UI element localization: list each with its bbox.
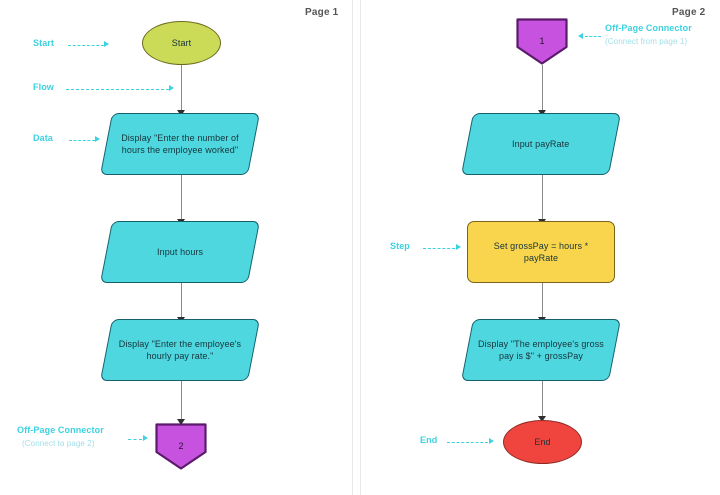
flow-arrowhead-icon (538, 416, 546, 422)
annotation-flow-label: Flow (33, 82, 54, 92)
annotation-offpage-in-subtitle: (Connect from page 1) (605, 37, 688, 46)
node-offpage-connector-2[interactable]: 2 (155, 423, 207, 470)
node-input-payrate-label: Input payRate (512, 138, 570, 149)
annotation-offpage-out-title: Off-Page Connector (17, 425, 104, 435)
annotation-data-dash (69, 140, 95, 141)
annotation-start-label: Start (33, 38, 55, 48)
node-set-grosspay[interactable]: Set grossPay = hours * payRate (467, 221, 615, 283)
off-page-connector-icon (155, 423, 207, 470)
annotation-step-label: Step (390, 241, 410, 251)
annotation-start-dash (68, 45, 104, 46)
page-label-2: Page 2 (672, 7, 706, 18)
node-display-grosspay[interactable]: Display "The employee's gross pay is $" … (460, 319, 622, 381)
node-start[interactable]: Start (142, 21, 221, 65)
annotation-start-arrow-icon (104, 41, 109, 47)
annotation-offpage-out-dash (128, 439, 142, 440)
annotation-data-label: Data (33, 133, 53, 143)
annotation-data-arrow-icon (95, 136, 100, 142)
node-input-hours-label: Input hours (156, 246, 204, 257)
flow-input-hours-to-display-rate (180, 283, 183, 319)
flow-start-to-display-hours (180, 65, 183, 112)
annotation-end-label: End (420, 435, 438, 445)
node-input-payrate[interactable]: Input payRate (460, 113, 622, 175)
node-display-grosspay-label: Display "The employee's gross pay is $" … (478, 338, 604, 361)
annotation-flow-arrow-icon (169, 85, 174, 91)
node-end-label: End (534, 436, 551, 447)
off-page-connector-icon (516, 18, 568, 65)
flow-offpage-to-input-payrate (541, 65, 544, 112)
node-offpage-connector-1[interactable]: 1 (516, 18, 568, 65)
annotation-flow-dash (66, 89, 169, 90)
page-label-1: Page 1 (305, 7, 339, 18)
annotation-offpage-in-title: Off-Page Connector (605, 23, 692, 33)
annotation-step-dash (423, 248, 455, 249)
flow-arrowhead-icon (177, 419, 185, 425)
annotation-end-dash (447, 442, 488, 443)
flow-display-rate-to-offpage (180, 381, 183, 421)
flow-input-payrate-to-set-grosspay (541, 175, 544, 221)
annotation-offpage-in-arrow-icon (578, 33, 583, 39)
node-input-hours[interactable]: Input hours (99, 221, 261, 283)
flow-display-hours-to-input-hours (180, 175, 183, 221)
annotation-offpage-out-subtitle: (Connect to page 2) (22, 439, 95, 448)
node-display-rate-prompt[interactable]: Display "Enter the employee's hourly pay… (99, 319, 261, 381)
page-divider-right (360, 0, 361, 495)
flow-set-grosspay-to-display-grosspay (541, 283, 544, 319)
annotation-offpage-out-arrow-icon (143, 435, 148, 441)
node-end[interactable]: End (503, 420, 582, 464)
annotation-offpage-in-dash (585, 36, 601, 37)
annotation-step-arrow-icon (456, 244, 461, 250)
node-display-hours-prompt[interactable]: Display "Enter the number of hours the e… (99, 113, 261, 175)
node-display-rate-prompt-label: Display "Enter the employee's hourly pay… (118, 338, 242, 361)
node-set-grosspay-label: Set grossPay = hours * payRate (493, 240, 589, 263)
flow-display-grosspay-to-end (541, 381, 544, 418)
page-divider-left (352, 0, 353, 495)
node-display-hours-prompt-label: Display "Enter the number of hours the e… (121, 132, 239, 155)
annotation-end-arrow-icon (489, 438, 494, 444)
node-start-label: Start (171, 37, 192, 48)
